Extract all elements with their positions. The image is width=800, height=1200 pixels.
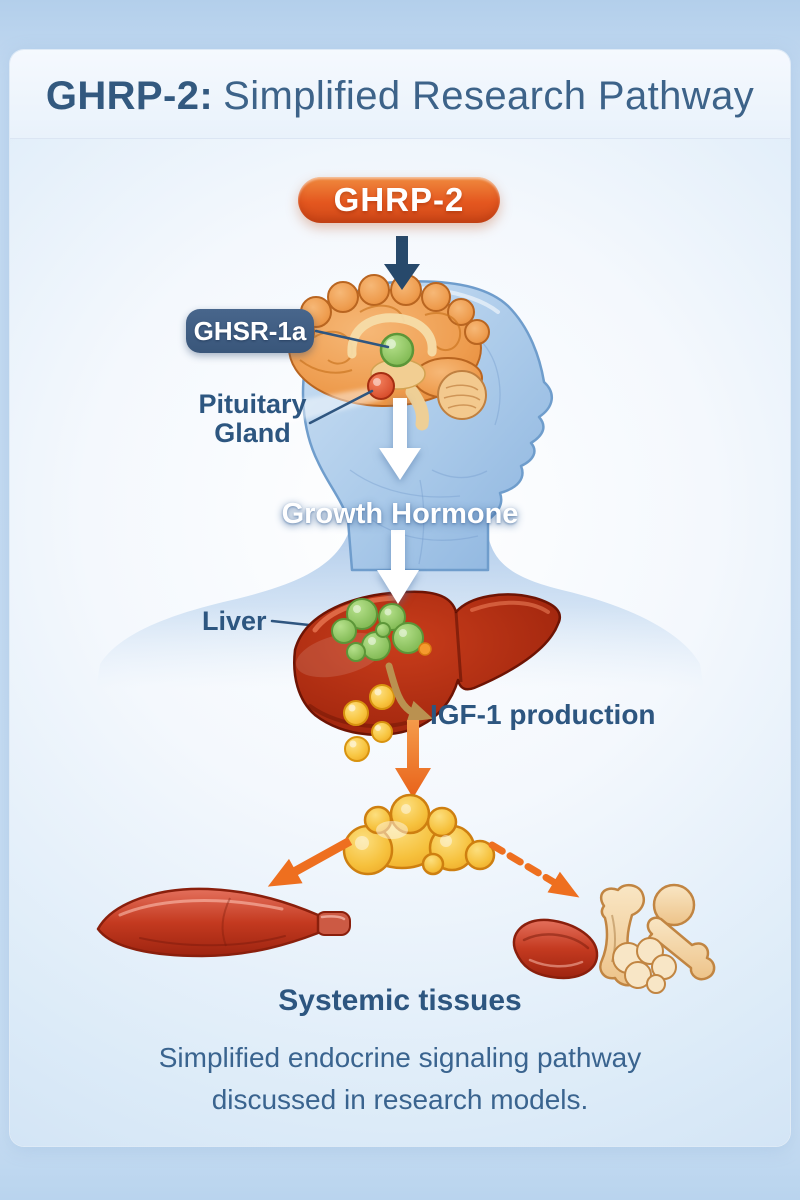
- compound-badge: GHRP-2: [298, 177, 500, 223]
- systemic-tissues-label: Systemic tissues: [278, 984, 522, 1017]
- pituitary-label-line1: Pituitary: [198, 389, 307, 419]
- receptor-badge: GHSR-1a: [186, 309, 314, 353]
- page-title-rest: Simplified Research Pathway: [223, 74, 755, 118]
- liver-label: Liver: [202, 606, 267, 636]
- title-strip: [10, 50, 790, 139]
- igf1-production-label: IGF-1 production: [430, 699, 656, 730]
- pituitary-label-line2: Gland: [214, 418, 291, 448]
- page-title: GHRP-2:Simplified Research Pathway: [0, 74, 800, 119]
- caption-line-2: discussed in research models.: [211, 1084, 589, 1115]
- page-title-brand: GHRP-2:: [45, 74, 214, 118]
- growth-hormone-label: Growth Hormone: [281, 498, 519, 530]
- caption-line-1: Simplified endocrine signaling pathway: [158, 1042, 642, 1073]
- pituitary-label: Pituitary Gland: [170, 390, 335, 448]
